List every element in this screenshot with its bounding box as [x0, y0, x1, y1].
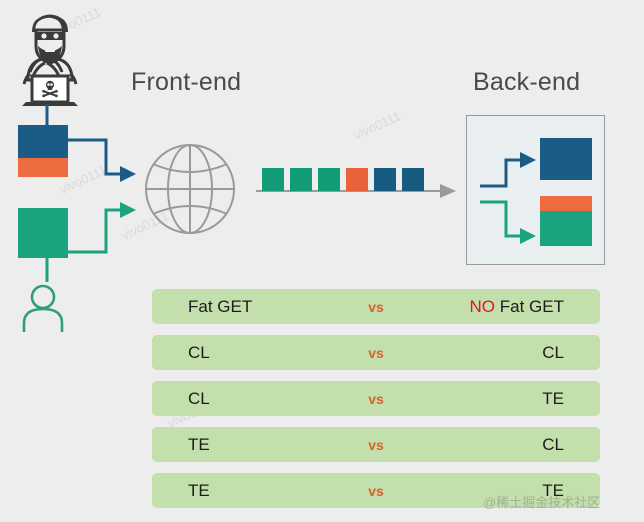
comparison-vs-label: vs [368, 482, 384, 499]
packet-2 [290, 168, 312, 191]
comparison-left-label: CL [188, 388, 210, 408]
packet-6 [402, 168, 424, 191]
frontend-heading: Front-end [131, 68, 242, 96]
backend-response-segment-green [540, 211, 592, 246]
backend-response-block-blue [540, 138, 592, 180]
attacker-request-segment-orange [18, 158, 68, 177]
comparison-vs-label: vs [368, 390, 384, 407]
comparison-right-text: CL [542, 342, 564, 362]
comparison-table: Fat GET vs NO Fat GET CL vs CL CL vs TE … [152, 289, 600, 519]
comparison-left-label: TE [188, 434, 210, 454]
comparison-right-label: CL [542, 435, 564, 455]
comparison-vs-label: vs [368, 344, 384, 361]
laptop-skull-icon [22, 74, 78, 106]
comparison-row: TE vs TE [152, 473, 600, 508]
user-request-block [18, 208, 68, 258]
comparison-right-label: TE [542, 389, 564, 409]
person-icon [22, 284, 64, 332]
comparison-vs-label: vs [368, 298, 384, 315]
attacker-request-segment-blue [18, 125, 68, 158]
packet-4 [346, 168, 368, 191]
comparison-left-label: CL [188, 342, 210, 362]
connector-attacker-to-network [60, 138, 136, 182]
globe-icon [145, 144, 235, 234]
connector-user-to-network [60, 202, 136, 254]
watermark-text: vivo0111 [351, 108, 403, 143]
comparison-vs-label: vs [368, 436, 384, 453]
backend-arrow-green [480, 200, 536, 244]
packet-1 [262, 168, 284, 191]
comparison-row: Fat GET vs NO Fat GET [152, 289, 600, 324]
backend-arrow-blue [480, 152, 536, 188]
comparison-right-negate: NO [469, 296, 496, 316]
comparison-right-label: TE [542, 481, 564, 501]
comparison-left-label: Fat GET [188, 296, 253, 316]
comparison-right-text: TE [542, 480, 564, 500]
backend-response-segment-orange [540, 196, 592, 211]
connector-person-to-block [45, 252, 49, 282]
packet-3 [318, 168, 340, 191]
packet-stream-arrow [256, 168, 456, 198]
hacker-icon [22, 14, 78, 106]
comparison-row: CL vs CL [152, 335, 600, 370]
comparison-right-text: Fat GET [495, 296, 564, 316]
comparison-right-label: NO Fat GET [470, 297, 564, 317]
comparison-right-text: TE [542, 388, 564, 408]
backend-response-block-split [540, 196, 592, 246]
backend-heading: Back-end [473, 68, 581, 96]
comparison-row: TE vs CL [152, 427, 600, 462]
packet-5 [374, 168, 396, 191]
attacker-request-block [18, 125, 68, 177]
comparison-right-label: CL [542, 343, 564, 363]
comparison-left-label: TE [188, 480, 210, 500]
comparison-right-text: CL [542, 434, 564, 454]
comparison-row: CL vs TE [152, 381, 600, 416]
